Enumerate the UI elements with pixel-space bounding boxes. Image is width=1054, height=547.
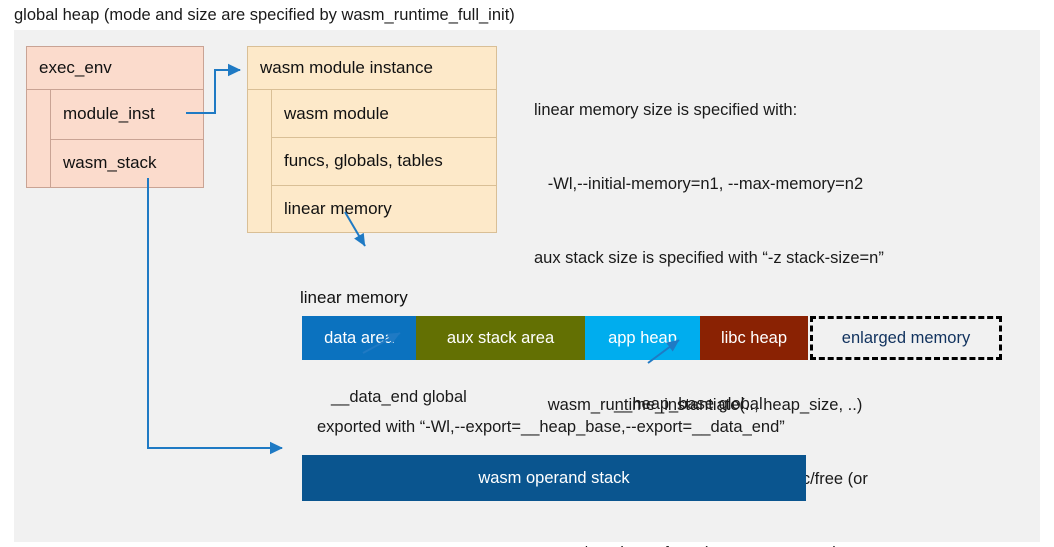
memory-segment-enlarged-memory: enlarged memory (810, 316, 1002, 360)
wasm-module-instance-body: wasm module funcs, globals, tables linea… (247, 90, 497, 233)
exec-env-body: module_inst wasm_stack (26, 90, 204, 188)
note-line: linear memory size is specified with: (534, 101, 798, 120)
exec-env-box: exec_env module_inst wasm_stack (26, 46, 204, 188)
memory-segment-libc-heap: libc heap (700, 316, 808, 360)
wasm-module-instance-gutter (248, 90, 272, 232)
note-line: aux stack size is specified with “-z sta… (534, 248, 884, 267)
annotation-exported-with: exported with “-Wl,--export=__heap_base,… (317, 418, 785, 436)
exec-env-field-wasm-stack: wasm_stack (51, 138, 203, 187)
wasm-module-instance-box: wasm module instance wasm module funcs, … (247, 46, 497, 233)
exec-env-field-module-inst: module_inst (51, 90, 203, 139)
annotation-data-end-global: __data_end global (331, 388, 467, 406)
operand-stack-note: wasm operand stack size is specified by … (200, 511, 847, 547)
memory-segment-data-area: data area (302, 316, 416, 360)
wasm-operand-stack-bar: wasm operand stack (302, 455, 806, 501)
linear-memory-caption: linear memory (300, 288, 408, 307)
wasm-module-instance-header: wasm module instance (247, 46, 497, 90)
linear-memory-strip: data area aux stack area app heap libc h… (302, 316, 1002, 360)
wasm-module-instance-field-wasm-module: wasm module (272, 90, 496, 138)
page-title: global heap (mode and size are specified… (14, 6, 515, 24)
note-line: -Wl,--initial-memory=n1, --max-memory=n2 (534, 174, 864, 193)
note-line: __new/__release for as) are not exported (534, 541, 1034, 547)
diagram-panel: exec_env module_inst wasm_stack wasm mod… (14, 30, 1040, 547)
note-line: wasm_runtime_instantiate(.., heap_size, … (534, 396, 863, 415)
wasm-module-instance-fields: wasm module funcs, globals, tables linea… (272, 90, 496, 232)
exec-env-gutter (27, 90, 51, 187)
exec-env-fields: module_inst wasm_stack (51, 90, 203, 187)
exec-env-header: exec_env (26, 46, 204, 90)
annotation-heap-base-global: __heap_base global (614, 395, 763, 413)
wasm-module-instance-field-linear-memory: linear memory (272, 184, 496, 232)
wasm-module-instance-field-funcs-globals-tables: funcs, globals, tables (272, 137, 496, 185)
memory-segment-app-heap: app heap (585, 316, 700, 360)
memory-segment-aux-stack-area: aux stack area (416, 316, 585, 360)
